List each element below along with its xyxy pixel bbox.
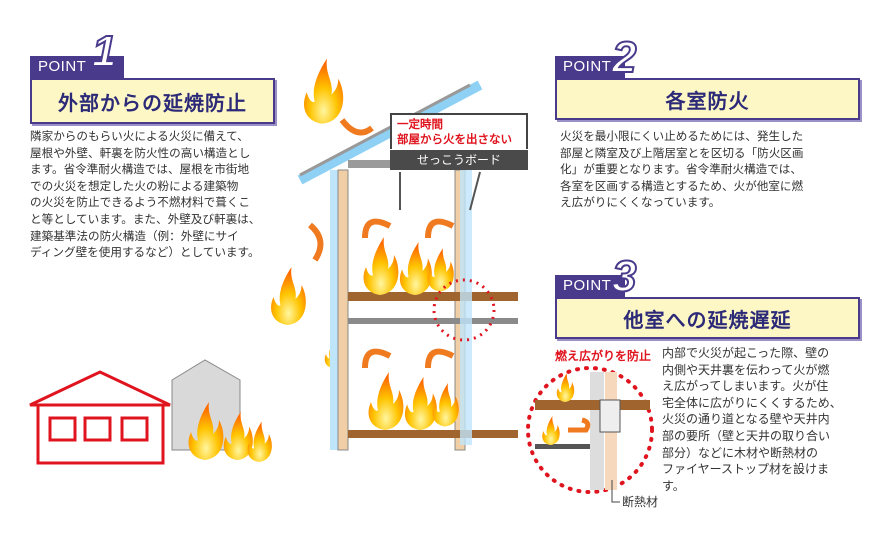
insulation-label: 断熱材 (622, 495, 659, 509)
point2-title: 各室防火 (555, 78, 860, 120)
point3-title: 他室への延焼遅延 (555, 297, 860, 339)
point1-tab: POINT (30, 56, 124, 78)
arrow-icon (339, 118, 374, 136)
fire-stop-detail (526, 366, 654, 503)
fire-containment-callout: 一定時間 部屋から火を出さない (390, 113, 528, 149)
point2-tab: POINT (555, 56, 625, 78)
houses (29, 359, 272, 465)
callout-line2: 部屋から火を出さない (397, 132, 512, 146)
point1-title: 外部からの延焼防止 (30, 78, 275, 124)
point3-tab: POINT (555, 275, 625, 297)
point1-body: 隣家からのもらい火による火災に備えて、 屋根や外壁、軒裏を防火性の高い構造とし … (30, 129, 261, 260)
gypsum-board-label: せっこうボード (390, 150, 528, 170)
fire-spread-prevention-label: 燃え広がりを防止 (555, 349, 652, 363)
building-section (297, 80, 518, 451)
point1-number: 1 (91, 27, 118, 76)
point2-body: 火災を最小限にくい止めるためには、発生した 部屋と隣室及び上階居室とを区切る「防… (560, 129, 804, 210)
point3-number: 3 (611, 252, 638, 301)
callout-line1: 一定時間 (397, 117, 443, 131)
point3-body: 内部で火災が起こった際、壁の 内側や天井裏を伝わって火が燃 え広がってしまいます… (662, 346, 842, 493)
point2-number: 2 (611, 33, 638, 82)
